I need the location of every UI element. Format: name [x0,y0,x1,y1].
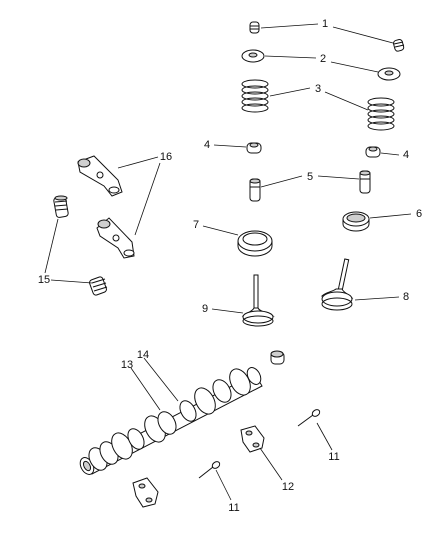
part-bearing-cap-lower [132,477,159,508]
label-16: 16 [160,151,172,163]
label-12: 12 [282,481,294,493]
part-lash-adjuster-upper [53,195,69,218]
part-valve-guide-right [359,170,371,194]
label-4-left: 4 [204,139,210,151]
part-camshaft [79,367,263,475]
part-valve-guide-left [249,178,261,202]
part-spring-retainer-right [377,67,401,81]
part-stem-seal-left [246,142,262,154]
part-valve-keeper-left [249,21,260,34]
part-rocker-arm-upper [77,155,123,197]
part-cap-bolt-right [297,409,321,427]
part-spring-retainer-left [241,49,265,63]
part-rocker-arm-lower [96,217,135,259]
label-11-right: 11 [328,451,339,463]
label-11-left: 11 [228,502,239,514]
label-15: 15 [38,274,50,286]
part-valve-seat-left [237,230,273,257]
part-valve-keeper-right [393,39,405,52]
part-intake-valve [241,274,275,327]
label-4-right: 4 [403,149,409,161]
part-stem-seal-right [365,146,381,158]
label-2: 2 [320,53,326,65]
part-camshaft-plug [270,350,285,365]
part-bearing-cap-upper [240,425,265,453]
leader-lines [44,23,412,501]
part-exhaust-valve [320,258,354,311]
callout-labels: 1 2 3 4 4 5 6 7 8 9 11 11 12 13 14 15 16 [38,18,422,514]
label-8: 8 [403,291,409,303]
part-valve-spring-left [241,79,269,113]
part-valve-spring-right [367,97,395,131]
label-6: 6 [416,208,422,220]
label-1: 1 [322,18,328,30]
label-5: 5 [307,171,313,183]
part-lash-adjuster-lower [89,276,108,296]
label-9: 9 [202,303,208,315]
label-13: 13 [121,359,133,371]
label-3: 3 [315,83,321,95]
label-14: 14 [137,349,149,361]
part-cap-bolt-left [198,461,221,479]
part-valve-seat-right [342,211,370,232]
label-7: 7 [193,219,199,231]
